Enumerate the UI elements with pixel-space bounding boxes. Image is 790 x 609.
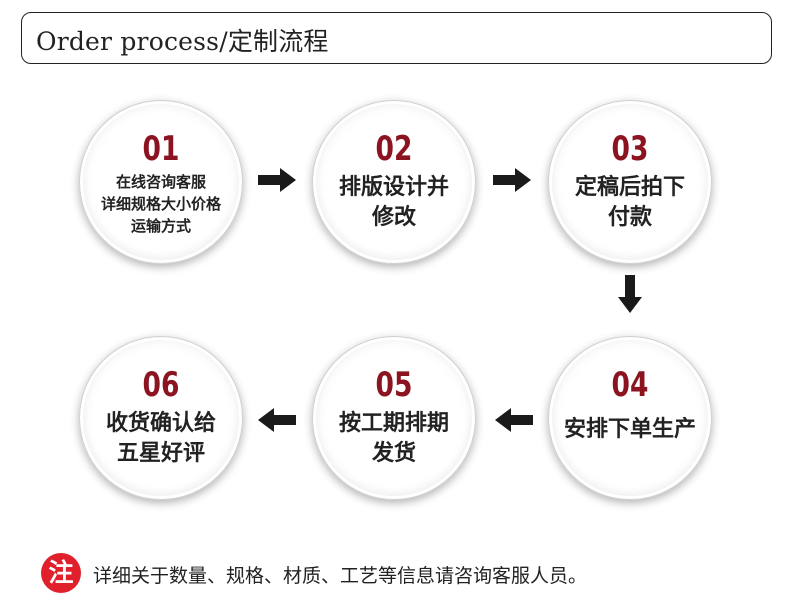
step-text-line: 详细规格大小价格 [100, 195, 221, 213]
step-text-line: 发货 [371, 441, 416, 466]
step-01-circle: 01 在线咨询客服 详细规格大小价格 运输方式 [79, 100, 243, 264]
page-title: Order process/定制流程 [36, 27, 329, 56]
step-text-line: 修改 [371, 205, 416, 230]
step-04-circle: 04 安排下单生产 [548, 336, 712, 500]
step-03-circle: 03 定稿后拍下 付款 [548, 100, 712, 264]
step-number: 01 [142, 129, 180, 169]
step-description: 定稿后拍下 付款 [555, 173, 705, 233]
arrow-right-icon [493, 168, 531, 192]
step-06-circle: 06 收货确认给 五星好评 [79, 336, 243, 500]
arrow-down-icon [618, 275, 642, 313]
note-text: 详细关于数量、规格、材质、工艺等信息请咨询客服人员。 [93, 565, 588, 587]
arrow-right-icon [258, 168, 296, 192]
note-badge: 注 [41, 553, 81, 593]
step-text-line: 运输方式 [130, 217, 191, 235]
step-text-line: 付款 [607, 205, 652, 230]
step-description: 排版设计并 修改 [319, 173, 469, 233]
header-box: Order process/定制流程 [21, 12, 772, 64]
step-number: 05 [375, 365, 413, 405]
step-text-line: 排版设计并 [338, 175, 449, 200]
step-text-line: 定稿后拍下 [574, 175, 685, 200]
arrow-left-icon [258, 408, 296, 432]
step-number: 02 [375, 129, 413, 169]
step-number: 04 [611, 365, 649, 405]
step-description: 收货确认给 五星好评 [86, 409, 236, 469]
step-text-line: 五星好评 [116, 441, 205, 466]
step-02-circle: 02 排版设计并 修改 [312, 100, 476, 264]
step-text-line: 安排下单生产 [563, 417, 696, 442]
step-number: 06 [142, 365, 180, 405]
step-text-line: 在线咨询客服 [115, 173, 206, 191]
step-description: 按工期排期 发货 [319, 409, 469, 469]
step-text-line: 按工期排期 [338, 411, 449, 436]
step-05-circle: 05 按工期排期 发货 [312, 336, 476, 500]
step-description: 安排下单生产 [555, 415, 705, 445]
step-number: 03 [611, 129, 649, 169]
arrow-left-icon [495, 408, 533, 432]
step-description: 在线咨询客服 详细规格大小价格 运输方式 [86, 171, 236, 237]
step-text-line: 收货确认给 [105, 411, 216, 436]
